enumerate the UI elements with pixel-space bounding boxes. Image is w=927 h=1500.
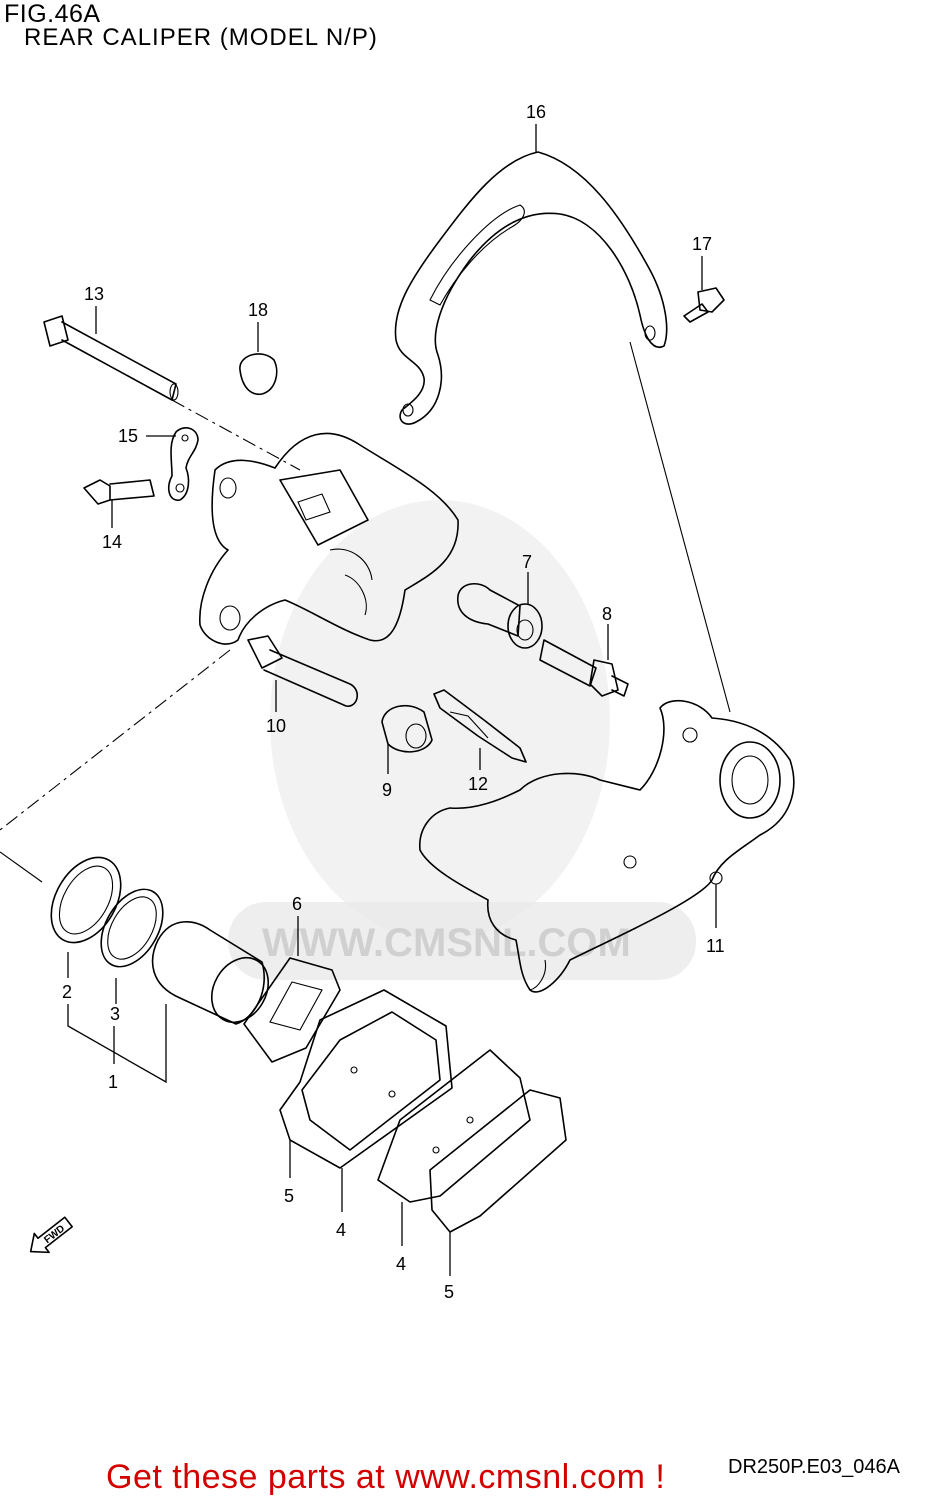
callout-15: 15 (118, 426, 138, 446)
callout-17: 17 (692, 234, 712, 254)
part-4-pad-inner[interactable] (301, 1011, 441, 1151)
watermark: WWW.CMSNL.COM (228, 500, 696, 980)
diagram-code: DR250P.E03_046A (728, 1456, 900, 1478)
caliper-body[interactable] (199, 432, 459, 645)
callout-8: 8 (602, 604, 612, 624)
part-8-bolt[interactable] (539, 639, 629, 697)
callout-16: 16 (526, 102, 546, 122)
part-5-pad-shim-inner[interactable] (279, 989, 453, 1169)
fig-number: FIG.46A (4, 0, 101, 28)
callout-9: 9 (382, 780, 392, 800)
part-5-pad-shim-outer[interactable] (429, 1089, 567, 1233)
part-2-seal[interactable] (37, 845, 135, 955)
callout-5-b: 5 (444, 1282, 454, 1302)
part-18-cap[interactable] (239, 353, 278, 395)
part-12-spring[interactable] (433, 689, 527, 763)
callout-14: 14 (102, 532, 122, 552)
part-17-bolt[interactable] (683, 287, 725, 323)
assembly-lines (0, 341, 731, 883)
callout-2: 2 (62, 982, 72, 1002)
part-3-seal[interactable] (88, 879, 175, 978)
part-6-shim[interactable] (243, 957, 341, 1063)
callout-5: 5 (284, 1186, 294, 1206)
watermark-text: WWW.CMSNL.COM (262, 921, 631, 965)
cta-banner-link[interactable]: Get these parts at www.cmsnl.com ! (106, 1458, 666, 1496)
callout-10: 10 (266, 716, 286, 736)
callout-18: 18 (248, 300, 268, 320)
callout-7: 7 (522, 552, 532, 572)
callout-leaders (67, 124, 717, 1276)
part-9-bushing[interactable] (381, 704, 433, 753)
fig-title: REAR CALIPER (MODEL N/P) (24, 24, 378, 51)
part-15-plate[interactable] (167, 427, 199, 501)
callout-4: 4 (336, 1220, 346, 1240)
callout-6: 6 (292, 894, 302, 914)
fwd-arrow-icon: FWD (29, 1216, 73, 1254)
part-14-bleeder[interactable] (83, 479, 155, 505)
part-11-holder[interactable] (419, 700, 795, 993)
callout-4-b: 4 (396, 1254, 406, 1274)
callout-12: 12 (468, 774, 488, 794)
part-16-bracket[interactable] (394, 151, 668, 425)
fwd-label: FWD (42, 1223, 67, 1246)
callout-3: 3 (110, 1004, 120, 1024)
part-4-pad-outer[interactable] (377, 1049, 531, 1203)
callout-numbers: 16 17 13 18 15 14 7 8 10 9 12 6 11 2 3 1… (62, 102, 725, 1302)
callout-1: 1 (108, 1072, 118, 1092)
part-13-pin[interactable] (43, 315, 179, 401)
callout-13: 13 (84, 284, 104, 304)
part-7-collar[interactable] (457, 583, 543, 649)
callout-11: 11 (706, 936, 725, 956)
part-10-pin[interactable] (247, 635, 358, 707)
